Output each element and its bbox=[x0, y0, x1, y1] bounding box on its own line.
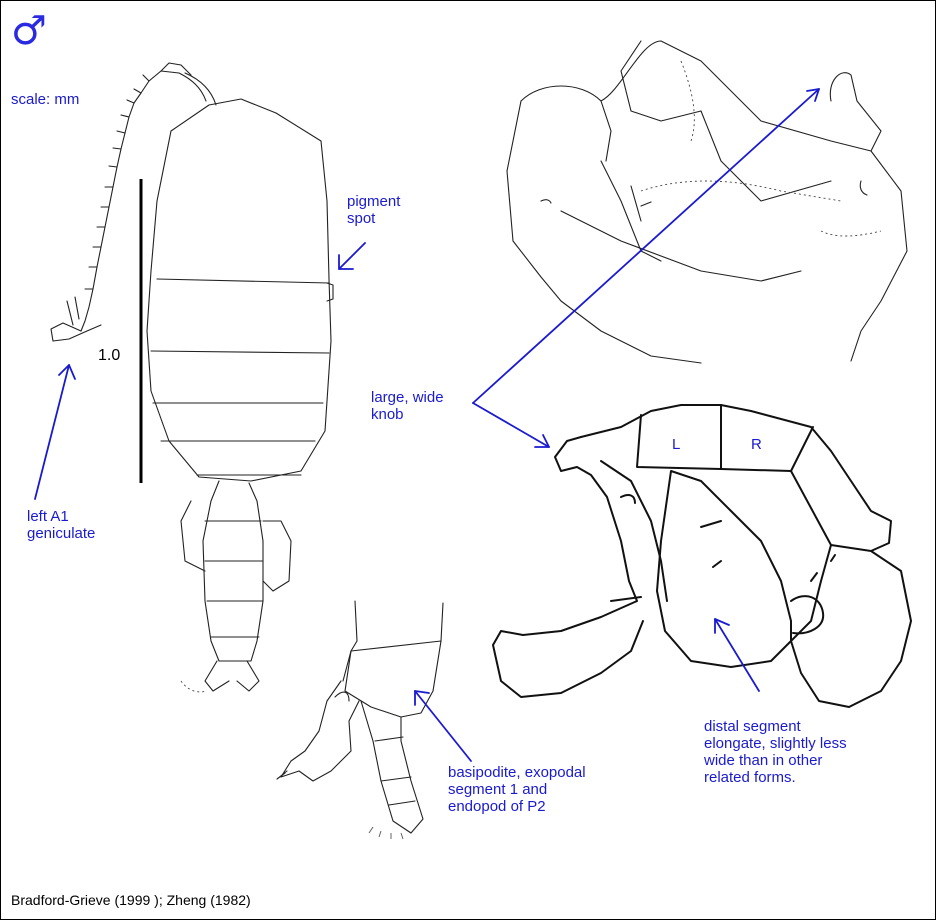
distal-segment-arrow bbox=[715, 619, 759, 691]
right-leg-mark: R bbox=[751, 436, 762, 453]
left-leg-mark: L bbox=[672, 436, 680, 453]
posterior-prosome-drawing bbox=[507, 41, 907, 363]
basipodite-arrow bbox=[415, 691, 471, 761]
left-a1-label: left A1 geniculate bbox=[27, 508, 95, 542]
pigment-spot-label: pigment spot bbox=[347, 193, 400, 227]
annotation-arrows bbox=[35, 89, 819, 761]
left-a1-arrow bbox=[35, 365, 69, 499]
p2-leg-drawing bbox=[277, 601, 443, 839]
distal-segment-label: distal segment elongate, slightly less w… bbox=[704, 718, 847, 786]
knob-arrow-lower bbox=[473, 403, 549, 447]
p5-legs-drawing bbox=[493, 405, 911, 707]
scale-bar-value: 1.0 bbox=[98, 347, 120, 364]
large-knob-label: large, wide knob bbox=[371, 389, 444, 423]
pigment-spot-arrow bbox=[339, 243, 365, 269]
knob-arrow-upper bbox=[473, 89, 819, 403]
male-symbol: ♂ bbox=[11, 11, 47, 51]
scale-note: scale: mm bbox=[11, 91, 79, 108]
copepod-habitus-drawing bbox=[51, 63, 333, 692]
basipodite-label: basipodite, exopodal segment 1 and endop… bbox=[448, 764, 586, 815]
source-citation: Bradford-Grieve (1999 ); Zheng (1982) bbox=[11, 892, 251, 909]
